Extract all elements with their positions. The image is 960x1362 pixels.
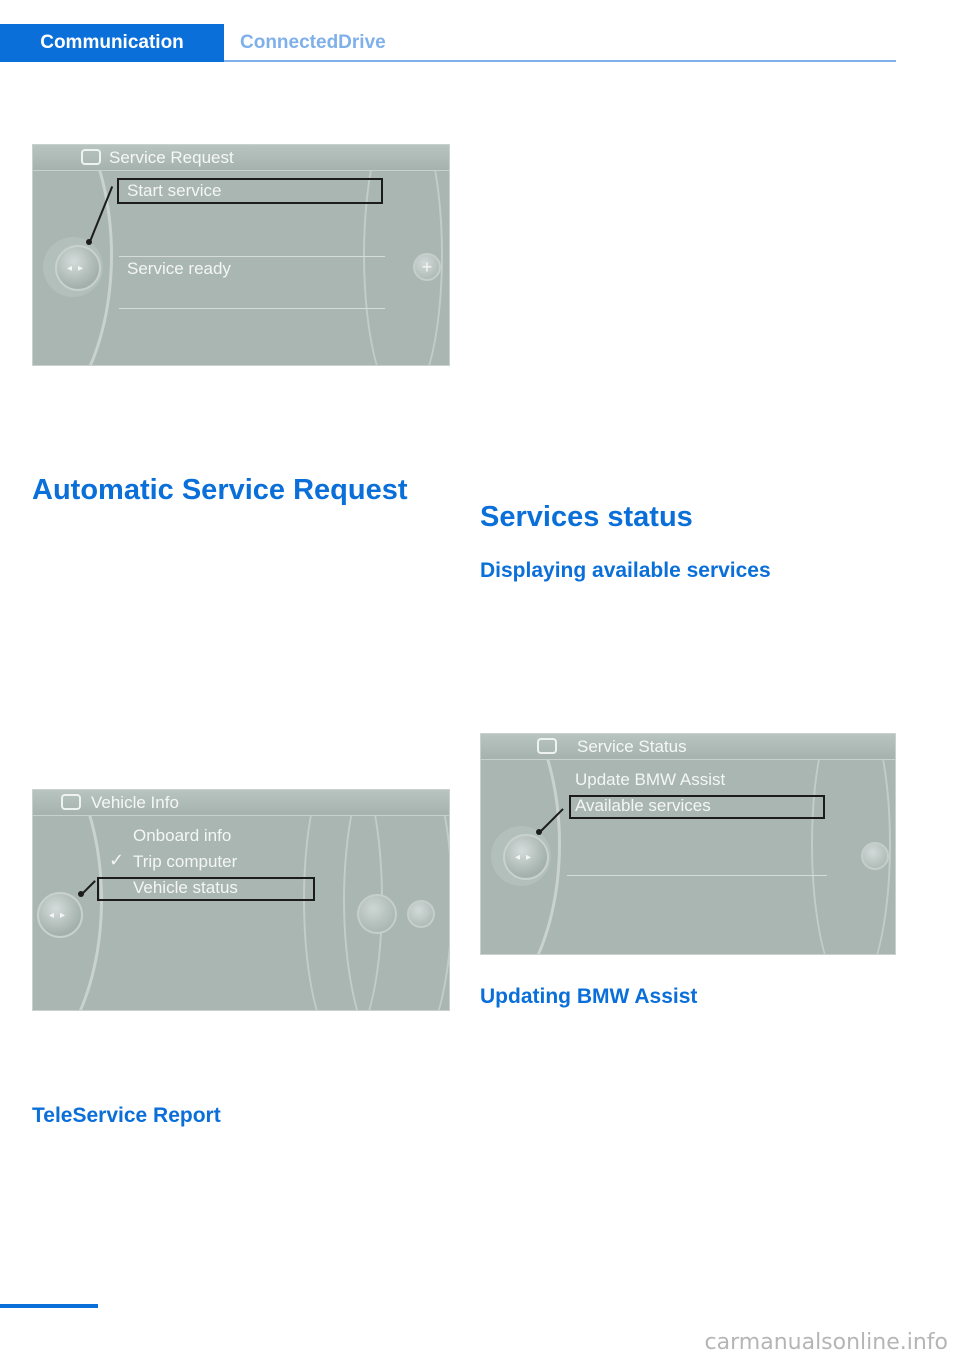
- menu-icon[interactable]: [407, 900, 435, 928]
- scroll-arc: [363, 145, 443, 365]
- tab-communication[interactable]: Communication: [0, 24, 224, 62]
- selection-frame: [117, 178, 383, 204]
- menu-item-start-service[interactable]: Start service: [127, 181, 222, 200]
- selection-frame: [569, 795, 825, 819]
- screen-titlebar: Service Request: [33, 145, 449, 171]
- service-request-icon: [81, 149, 101, 165]
- header-divider: [224, 60, 896, 62]
- controller-knob-icon[interactable]: ◂▸: [55, 245, 101, 291]
- vehicle-status-icon[interactable]: [357, 894, 397, 934]
- selection-leader-dot: [78, 891, 84, 897]
- menu-icon[interactable]: [861, 842, 889, 870]
- watermark: carmanualsonline.info: [704, 1330, 948, 1355]
- menu-item-trip-computer[interactable]: Trip computer: [133, 852, 238, 871]
- car-icon: [61, 794, 81, 810]
- screen-title: Vehicle Info: [91, 792, 179, 812]
- screen-titlebar: Service Status: [481, 734, 895, 760]
- menu-item-onboard-info[interactable]: Onboard info: [133, 826, 232, 845]
- selection-leader-dot: [536, 829, 542, 835]
- heading-teleservice-report: TeleService Report: [32, 1104, 221, 1127]
- menu-item-vehicle-status[interactable]: Vehicle status: [133, 878, 238, 897]
- tab-connecteddrive[interactable]: ConnectedDrive: [240, 32, 386, 53]
- menu-item-update-bmw-assist[interactable]: Update BMW Assist: [575, 770, 726, 789]
- menu-divider: [567, 875, 827, 876]
- controller-knob-icon[interactable]: ◂▸: [503, 834, 549, 880]
- screen-arc: [481, 734, 561, 954]
- menu-divider: [119, 256, 385, 257]
- screen-arc: [33, 145, 113, 365]
- add-icon[interactable]: +: [413, 253, 441, 281]
- controller-knob-icon[interactable]: ◂▸: [37, 892, 83, 938]
- selection-frame: [97, 877, 315, 901]
- service-request-screen: Service Request ◂▸ Start service Service…: [32, 144, 450, 366]
- footer-rule: [0, 1304, 98, 1308]
- heading-services-status: Services status: [480, 501, 693, 533]
- heading-displaying-available-services: Displaying available services: [480, 559, 771, 582]
- selection-leader-dot: [86, 239, 92, 245]
- menu-item-available-services[interactable]: Available services: [575, 796, 711, 815]
- heading-automatic-service-request: Automatic Service Request: [32, 474, 408, 506]
- vehicle-info-screen: Vehicle Info ◂▸ Onboard info ✓ Trip comp…: [32, 789, 450, 1011]
- scroll-arc: [343, 790, 449, 1010]
- heading-updating-bmw-assist: Updating BMW Assist: [480, 985, 698, 1008]
- screen-title: Service Request: [109, 147, 234, 167]
- menu-divider: [119, 308, 385, 309]
- checkmark-icon: ✓: [109, 850, 125, 870]
- screen-titlebar: Vehicle Info: [33, 790, 449, 816]
- screen-title: Service Status: [577, 736, 687, 756]
- service-status-icon: [537, 738, 557, 754]
- menu-item-service-ready[interactable]: Service ready: [127, 259, 231, 278]
- scroll-arc: [811, 734, 891, 954]
- service-status-screen: Service Status ◂▸ Update BMW Assist Avai…: [480, 733, 896, 955]
